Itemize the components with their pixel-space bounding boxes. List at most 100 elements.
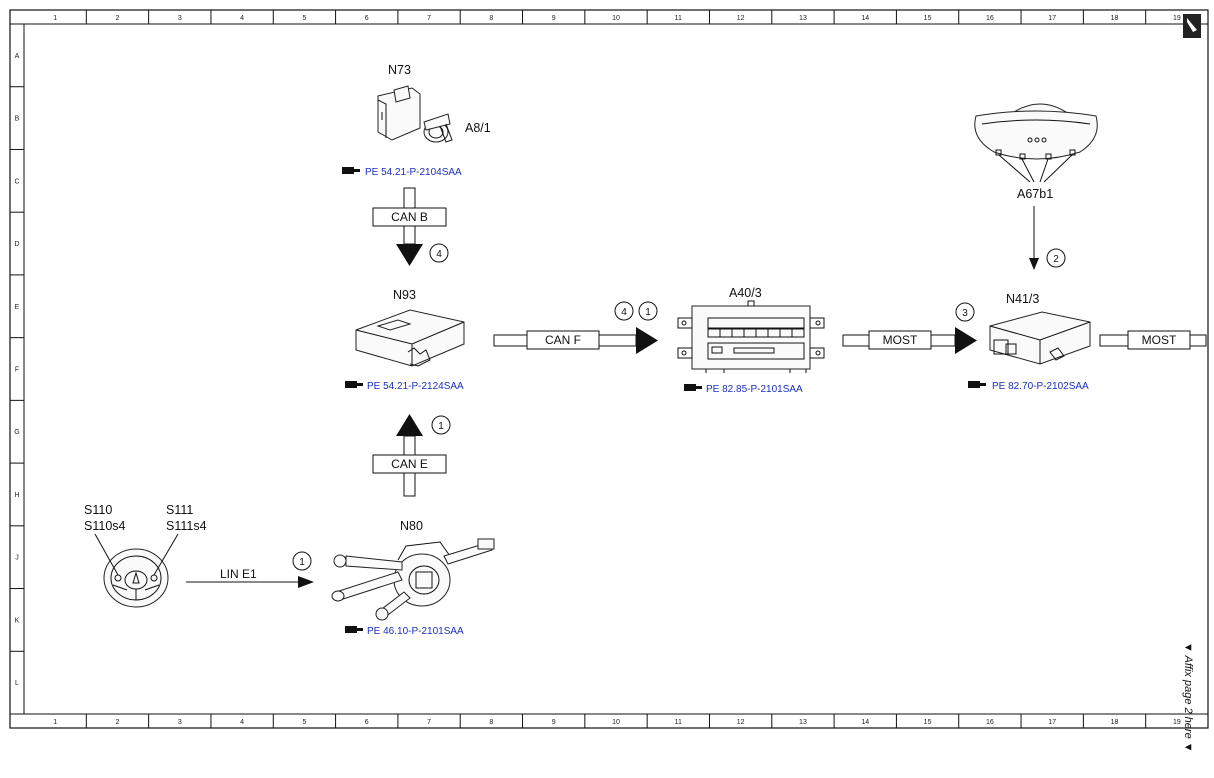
- grid-row-D: D: [14, 241, 19, 248]
- most-1-badge-number: 3: [962, 308, 968, 319]
- most-2-label: MOST: [1142, 333, 1177, 347]
- grid-column-top-12: 12: [737, 15, 745, 22]
- n93-label: N93: [393, 288, 416, 302]
- pointing-hand-icon: [968, 381, 986, 388]
- a67b1-badge-number: 2: [1053, 254, 1059, 265]
- grid-column-bottom-7: 7: [427, 719, 431, 726]
- grid-column-bottom-6: 6: [365, 719, 369, 726]
- a40-3-ref-text[interactable]: PE 82.85-P-2101SAA: [706, 384, 803, 395]
- n41-3-ref-text[interactable]: PE 82.70-P-2102SAA: [992, 381, 1089, 392]
- sheet-frame: [9, 9, 1209, 729]
- grid-column-top-8: 8: [489, 15, 493, 22]
- grid-column-top-1: 1: [53, 15, 57, 22]
- page-corner-icon: [1183, 14, 1201, 38]
- grid-column-bottom-8: 8: [489, 719, 493, 726]
- n41-3-label: N41/3: [1006, 292, 1039, 306]
- control-module-icon: [989, 311, 1091, 365]
- n73-ref-text[interactable]: PE 54.21-P-2104SAA: [365, 167, 462, 178]
- grid-column-bottom-19: 19: [1173, 719, 1181, 726]
- can-f-bus: CAN F: [493, 327, 658, 354]
- grid-column-bottom-18: 18: [1111, 719, 1119, 726]
- grid-column-top-14: 14: [861, 15, 869, 22]
- arrow-right-icon: [298, 576, 314, 588]
- lin-e1-bus: LIN E1: [186, 567, 314, 588]
- grid-column-bottom-14: 14: [861, 719, 869, 726]
- grid-row-C: C: [14, 178, 19, 185]
- lin-e1-badge-number: 1: [299, 557, 305, 568]
- a40-3-label: A40/3: [729, 286, 762, 300]
- can-e-label: CAN E: [391, 457, 428, 471]
- can-f-label: CAN F: [545, 333, 581, 347]
- n73-ref-link[interactable]: PE 54.21-P-2104SAA: [342, 167, 462, 178]
- ignition-lock-icon: [377, 85, 453, 143]
- n41-3-ref-link[interactable]: PE 82.70-P-2102SAA: [968, 381, 1089, 392]
- grid-column-top-5: 5: [302, 15, 306, 22]
- can-e-badge: 1: [431, 415, 451, 435]
- grid-column-bottom-2: 2: [116, 719, 120, 726]
- most-bus-1: MOST: [842, 327, 977, 354]
- grid-column-top-2: 2: [116, 15, 120, 22]
- grid-ruler: 1122334455667788991010111112121313141415…: [10, 10, 1181, 728]
- n93-ref-link[interactable]: PE 54.21-P-2124SAA: [345, 381, 464, 392]
- grid-row-E: E: [15, 304, 20, 311]
- n80-ref-link[interactable]: PE 46.10-P-2101SAA: [345, 626, 464, 637]
- pointing-hand-icon: [345, 626, 363, 633]
- grid-column-bottom-15: 15: [924, 719, 932, 726]
- grid-column-top-18: 18: [1111, 15, 1119, 22]
- pointing-hand-icon: [342, 167, 360, 174]
- a67b1-link: [1029, 206, 1039, 270]
- can-f-badge-first: 4: [621, 307, 627, 318]
- can-f-badge-second: 1: [645, 307, 651, 318]
- grid-column-top-3: 3: [178, 15, 182, 22]
- s111s4-label: S111s4: [166, 519, 207, 533]
- grid-column-top-15: 15: [924, 15, 932, 22]
- grid-column-top-4: 4: [240, 15, 244, 22]
- grid-column-bottom-16: 16: [986, 719, 994, 726]
- n93-ref-text[interactable]: PE 54.21-P-2124SAA: [367, 381, 464, 392]
- most-1-badge: 3: [955, 302, 975, 322]
- grid-column-bottom-9: 9: [552, 719, 556, 726]
- central-gateway-module-icon: [355, 309, 465, 367]
- grid-column-bottom-5: 5: [302, 719, 306, 726]
- head-unit-icon: [677, 300, 825, 373]
- can-f-badges: 4 1: [614, 301, 658, 321]
- arrow-right-icon: [636, 327, 658, 354]
- can-e-bus: CAN E: [372, 414, 447, 497]
- lin-e1-badge: 1: [292, 551, 312, 571]
- lin-e1-label: LIN E1: [220, 567, 257, 581]
- grid-column-top-7: 7: [427, 15, 431, 22]
- grid-row-B: B: [15, 116, 20, 123]
- grid-row-K: K: [15, 617, 20, 624]
- grid-row-J: J: [15, 555, 19, 562]
- can-b-label: CAN B: [391, 210, 428, 224]
- affix-page-note: ▼ Affix page 2 here ▼: [1182, 642, 1194, 753]
- grid-column-bottom-12: 12: [737, 719, 745, 726]
- s110-label: S110: [84, 503, 112, 517]
- grid-column-top-6: 6: [365, 15, 369, 22]
- grid-row-H: H: [14, 492, 19, 499]
- grid-column-bottom-11: 11: [675, 719, 682, 726]
- n80-label: N80: [400, 519, 423, 533]
- steering-wheel-icon: [94, 533, 179, 608]
- grid-column-top-19: 19: [1173, 15, 1181, 22]
- grid-column-top-10: 10: [612, 15, 620, 22]
- grid-column-top-17: 17: [1048, 15, 1056, 22]
- grid-column-bottom-3: 3: [178, 719, 182, 726]
- steering-column-module-icon: [331, 538, 495, 621]
- n73-label: N73: [388, 63, 411, 77]
- s111-label: S111: [166, 503, 193, 517]
- grid-row-G: G: [14, 429, 19, 436]
- rear-view-mirror-icon: [974, 103, 1098, 183]
- pointing-hand-icon: [684, 384, 702, 391]
- grid-column-top-11: 11: [675, 15, 682, 22]
- grid-column-top-9: 9: [552, 15, 556, 22]
- a8-1-label: A8/1: [465, 121, 491, 135]
- n80-ref-text[interactable]: PE 46.10-P-2101SAA: [367, 626, 464, 637]
- a40-3-ref-link[interactable]: PE 82.85-P-2101SAA: [684, 384, 803, 395]
- grid-column-bottom-17: 17: [1048, 719, 1056, 726]
- pointing-hand-icon: [345, 381, 363, 388]
- grid-row-L: L: [15, 680, 19, 687]
- grid-column-top-13: 13: [799, 15, 807, 22]
